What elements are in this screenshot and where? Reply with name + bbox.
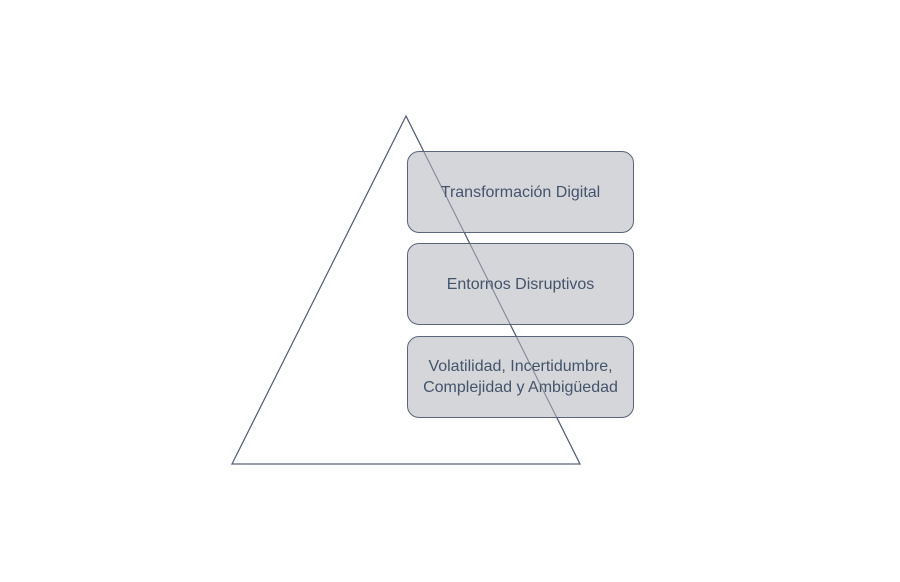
level-box-top: Transformación Digital [407, 151, 634, 233]
level-box-bottom: Volatilidad, Incertidumbre, Complejidad … [407, 336, 634, 418]
level-label: Entornos Disruptivos [446, 275, 595, 293]
level-box-middle: Entornos Disruptivos [407, 243, 634, 325]
level-label: Volatilidad, Incertidumbre, Complejidad … [423, 358, 618, 396]
level-label: Transformación Digital [440, 183, 601, 201]
